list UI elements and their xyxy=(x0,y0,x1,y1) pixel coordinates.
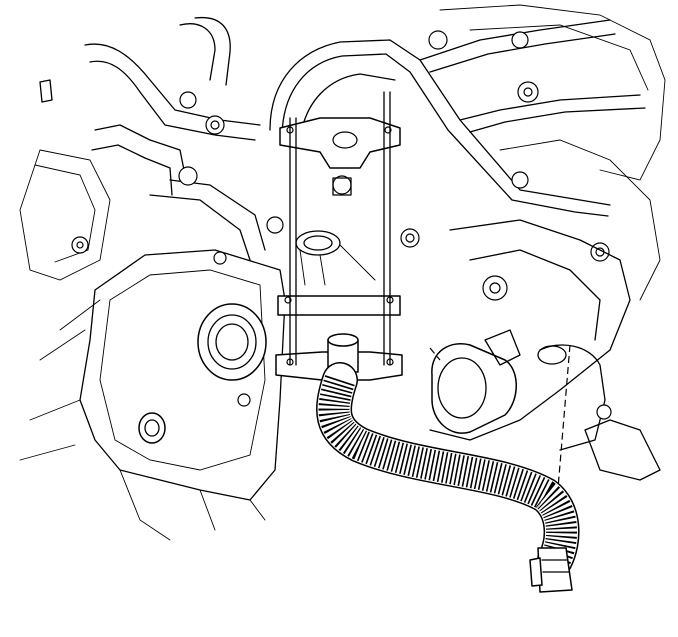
sensor-housing xyxy=(429,219,661,481)
timing-cover xyxy=(19,149,286,541)
sensor-bore xyxy=(295,230,376,286)
harness-connector xyxy=(529,547,573,593)
middle-gasket-plate xyxy=(277,295,401,316)
coolant-pipes xyxy=(39,16,266,261)
upper-gasket-plate xyxy=(279,117,401,169)
cylinder-head xyxy=(428,4,666,301)
drain-plug xyxy=(138,412,166,444)
fasteners xyxy=(213,175,420,407)
crankshaft-seal xyxy=(197,303,267,381)
wiring-harness-conduit xyxy=(316,362,580,578)
